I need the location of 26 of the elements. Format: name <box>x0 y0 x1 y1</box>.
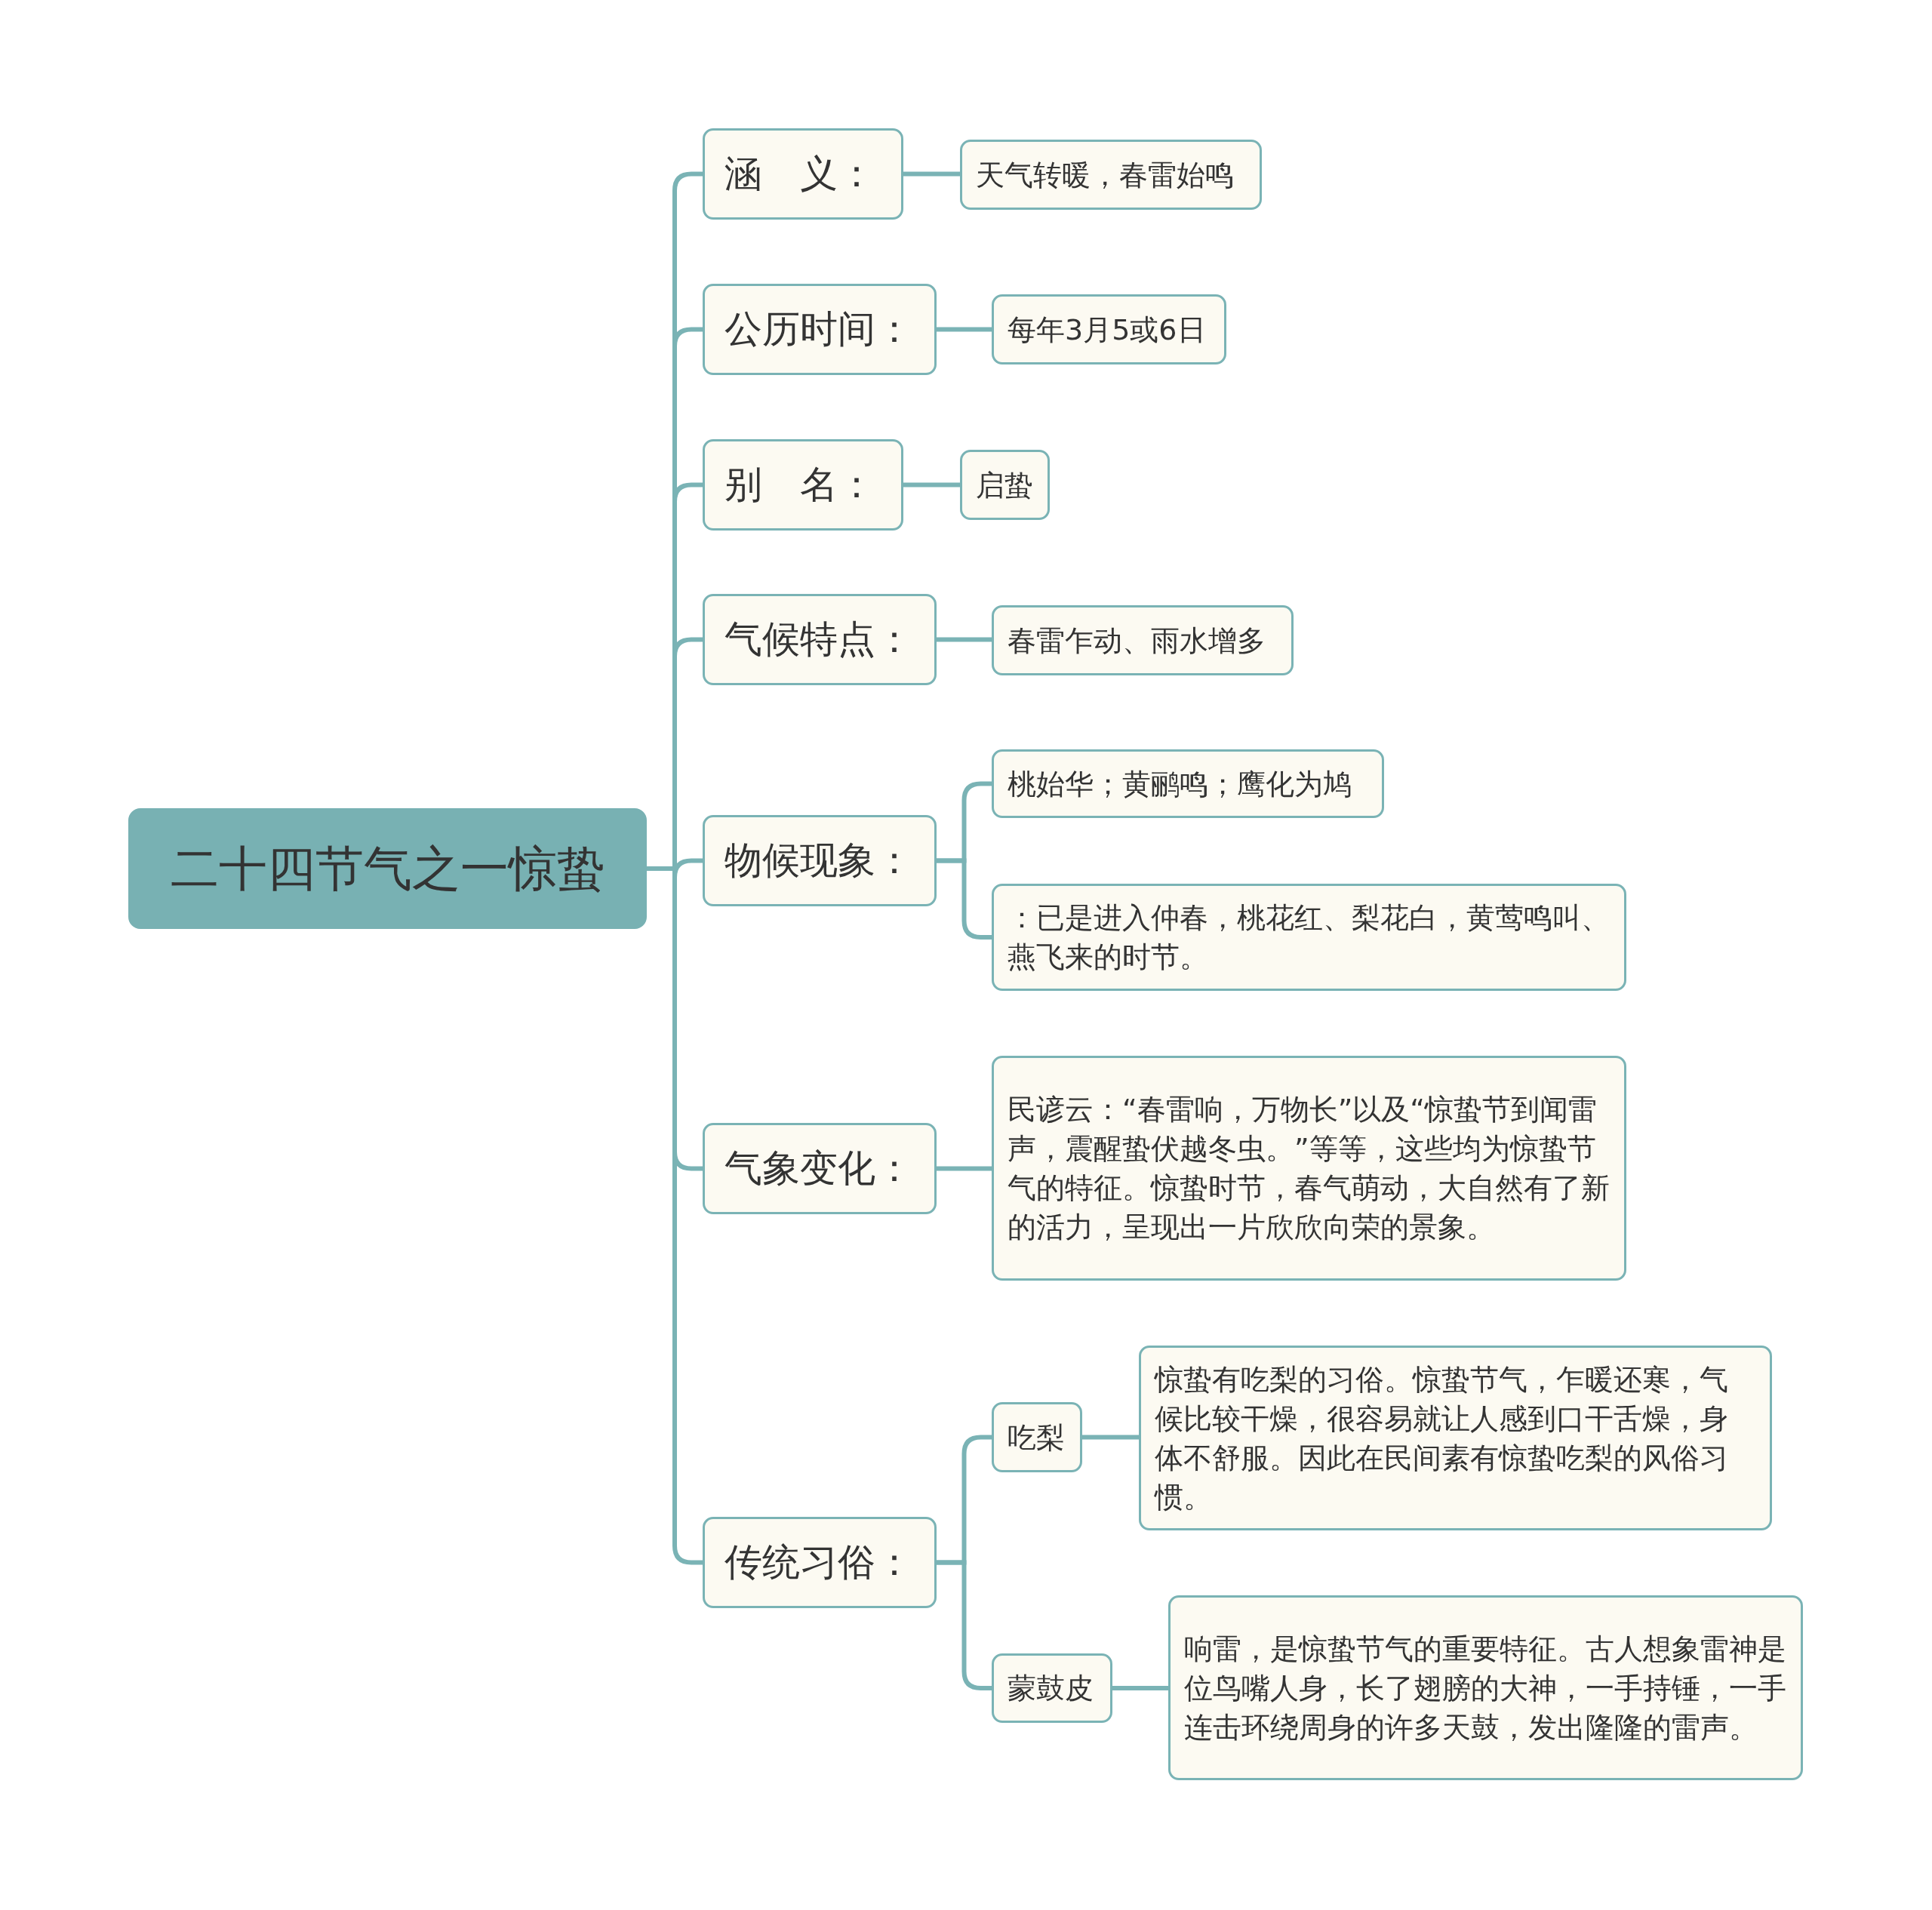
connector-line <box>1082 1435 1139 1440</box>
topic-box: 气候特点： <box>703 594 937 685</box>
subtopic-box: 吃梨 <box>992 1402 1082 1472</box>
subtopic-box: 桃始华；黄鹂鸣；鹰化为鸠 <box>992 749 1384 818</box>
topic-box: 别 名： <box>703 439 903 531</box>
subtopic-box: 启蛰 <box>960 450 1050 520</box>
topic-box: 物候现象： <box>703 815 937 906</box>
subtopic-box: 春雷乍动、雨水增多 <box>992 605 1294 675</box>
subtopic-box: 惊蛰有吃梨的习俗。惊蛰节气，乍暖还寒，气候比较干燥，很容易就让人感到口干舌燥，身体不舒服。因此在民间素有惊蛰吃梨的风俗习惯。 <box>1139 1346 1772 1530</box>
subtopic-box: ：已是进入仲春，桃花红、梨花白，黄莺鸣叫、燕飞来的时节。 <box>992 884 1626 991</box>
connector-line <box>937 1166 992 1171</box>
subtopic-box: 响雷，是惊蛰节气的重要特征。古人想象雷神是位鸟嘴人身，长了翅膀的大神，一手持锤，一手连击环绕周身的许多天鼓，发出隆隆的雷声。 <box>1168 1595 1803 1780</box>
connector-line <box>903 171 960 177</box>
topic-box: 传统习俗： <box>703 1517 937 1608</box>
subtopic-box: 天气转暖，春雷始鸣 <box>960 140 1262 210</box>
topic-box: 涵 义： <box>703 128 903 220</box>
connector-line <box>1112 1686 1168 1690</box>
connector-line <box>903 482 960 487</box>
connector-line <box>937 637 992 642</box>
subtopic-box: 每年3月5或6日 <box>992 294 1226 364</box>
topic-box: 气象变化： <box>703 1123 937 1214</box>
topic-box: 公历时间： <box>703 284 937 375</box>
subtopic-box: 蒙鼓皮 <box>992 1653 1112 1723</box>
connector-line <box>937 327 992 332</box>
central-topic-box: 二十四节气之一惊蛰 <box>128 808 647 929</box>
subtopic-box: 民谚云：“春雷响，万物长”以及“惊蛰节到闻雷声，震醒蛰伏越冬虫。”等等，这些均为惊蛰节气的特征。惊蛰时节，春气萌动，大自然有了新的活力，呈现出一片欣欣向荣的景象。 <box>992 1056 1626 1281</box>
